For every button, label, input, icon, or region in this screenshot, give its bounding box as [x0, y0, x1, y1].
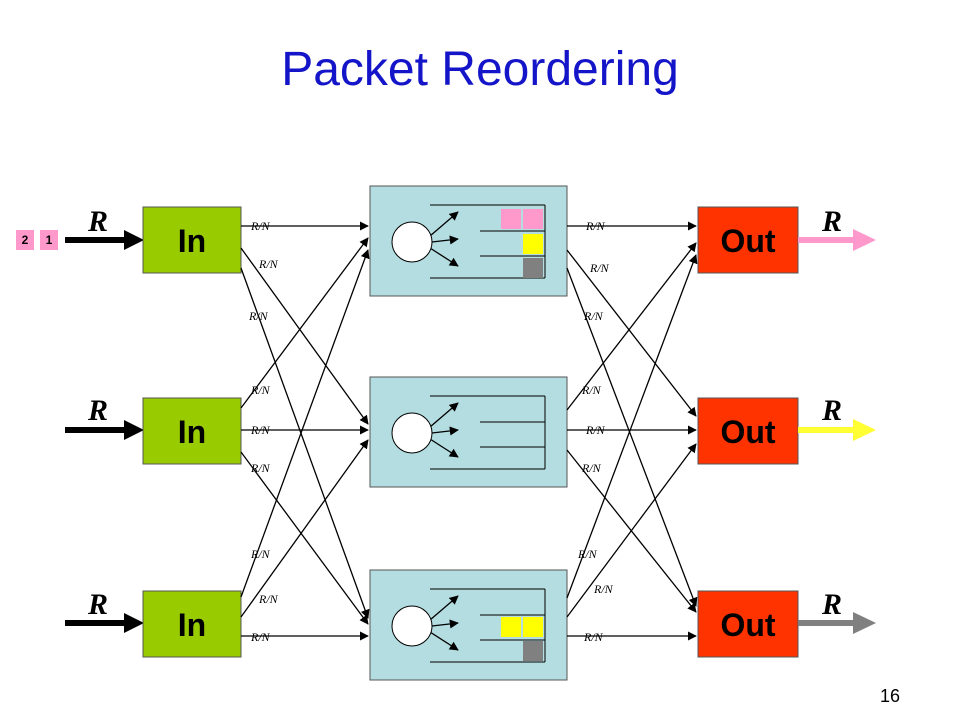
packet-2-number: 2	[22, 233, 29, 247]
rn-label: R/N	[583, 630, 604, 644]
input-rate-label-2: R	[87, 394, 108, 427]
page-title: Packet Reordering	[281, 43, 679, 96]
input-ports: In In In	[142, 206, 242, 658]
packet-1	[40, 230, 58, 250]
input-arrow-2-head	[124, 420, 144, 440]
queued-packet-yellow	[523, 617, 543, 637]
rn-label: R/N	[581, 383, 602, 397]
output-arrow-1-head	[853, 229, 876, 251]
link-in1-mid2	[240, 247, 369, 425]
output-port-1-label: Out	[720, 223, 775, 259]
output-arrow-3-head	[853, 612, 876, 634]
link-mid3-out1	[566, 254, 698, 599]
rn-label: R/N	[577, 547, 598, 561]
queued-packet-gray	[523, 641, 543, 661]
rn-label: R/N	[250, 547, 271, 561]
input-arrows	[65, 230, 144, 633]
rn-label: R/N	[258, 257, 279, 271]
link-in1-mid3	[240, 267, 370, 619]
queued-packet-yellow	[501, 617, 521, 637]
rn-labels-right: R/N R/N R/N R/N R/N R/N R/N R/N R/N	[577, 219, 614, 644]
demux-arrow	[429, 438, 459, 458]
rn-label: R/N	[250, 423, 271, 437]
rn-label: R/N	[589, 261, 610, 275]
middle-stages	[369, 185, 568, 681]
rn-label: R/N	[250, 383, 271, 397]
rn-label: R/N	[250, 219, 271, 233]
output-port-3-label: Out	[720, 607, 775, 643]
rn-label: R/N	[581, 461, 602, 475]
output-port-2	[697, 397, 799, 465]
input-port-3	[142, 590, 242, 658]
input-rate-label-3: R	[87, 588, 108, 621]
rn-label: R/N	[593, 582, 614, 596]
input-port-2-label: In	[178, 414, 206, 450]
rn-label: R/N	[248, 309, 269, 323]
middle-stage-3	[369, 569, 568, 681]
link-mid1-out2	[566, 249, 697, 417]
queued-packet-pink	[523, 209, 543, 229]
link-mid3-out2	[566, 443, 697, 618]
output-links	[566, 221, 698, 641]
input-port-1	[142, 206, 242, 274]
queued-packet-yellow	[523, 234, 543, 254]
input-links	[240, 221, 370, 641]
rn-label: R/N	[250, 461, 271, 475]
input-port-3-label: In	[178, 607, 206, 643]
link-in3-mid1	[240, 249, 370, 598]
incoming-packets: 2 1	[16, 230, 58, 250]
demux-arrow	[429, 595, 459, 621]
middle-stage-2-switch	[391, 412, 433, 454]
input-arrow-3-head	[124, 613, 144, 633]
demux-arrow	[431, 619, 459, 629]
input-rate-label-1: R	[87, 205, 108, 238]
rn-label: R/N	[585, 423, 606, 437]
rn-labels-left: R/N R/N R/N R/N R/N R/N R/N R/N R/N	[248, 219, 279, 644]
link-in2-mid1	[240, 237, 369, 409]
input-port-2	[142, 397, 242, 465]
link-mid1-out3	[566, 267, 698, 607]
link-in2-mid3	[240, 451, 369, 625]
output-port-1	[697, 206, 799, 274]
output-arrows	[798, 229, 876, 634]
rn-label: R/N	[585, 219, 606, 233]
rn-label: R/N	[258, 592, 279, 606]
demux-arrow	[429, 247, 459, 267]
demux-arrow	[429, 631, 459, 651]
input-arrow-1-head	[124, 230, 144, 250]
queued-packet-gray	[523, 258, 543, 278]
output-port-3	[697, 590, 799, 658]
link-in3-mid2	[240, 439, 369, 618]
rn-label: R/N	[583, 309, 604, 323]
middle-stage-2	[369, 376, 568, 488]
output-rate-label-1: R	[821, 205, 842, 238]
input-port-1-label: In	[178, 223, 206, 259]
middle-stage-3-switch	[391, 605, 433, 647]
middle-stage-1	[369, 185, 568, 297]
output-ports: Out Out Out	[697, 206, 799, 658]
demux-arrow	[431, 426, 459, 436]
output-rate-label-2: R	[821, 394, 842, 427]
demux-arrow	[429, 211, 459, 237]
packet-2	[16, 230, 34, 250]
page-number: 16	[879, 686, 901, 706]
middle-stage-1-switch	[391, 221, 433, 263]
demux-arrow	[431, 235, 459, 245]
packet-1-number: 1	[46, 233, 53, 247]
queued-packet-pink	[501, 209, 521, 229]
output-arrow-2-head	[853, 419, 876, 441]
demux-arrow	[429, 402, 459, 428]
link-mid2-out1	[566, 242, 697, 411]
output-rate-label-3: R	[821, 588, 842, 621]
output-port-2-label: Out	[720, 414, 775, 450]
rn-label: R/N	[250, 630, 271, 644]
